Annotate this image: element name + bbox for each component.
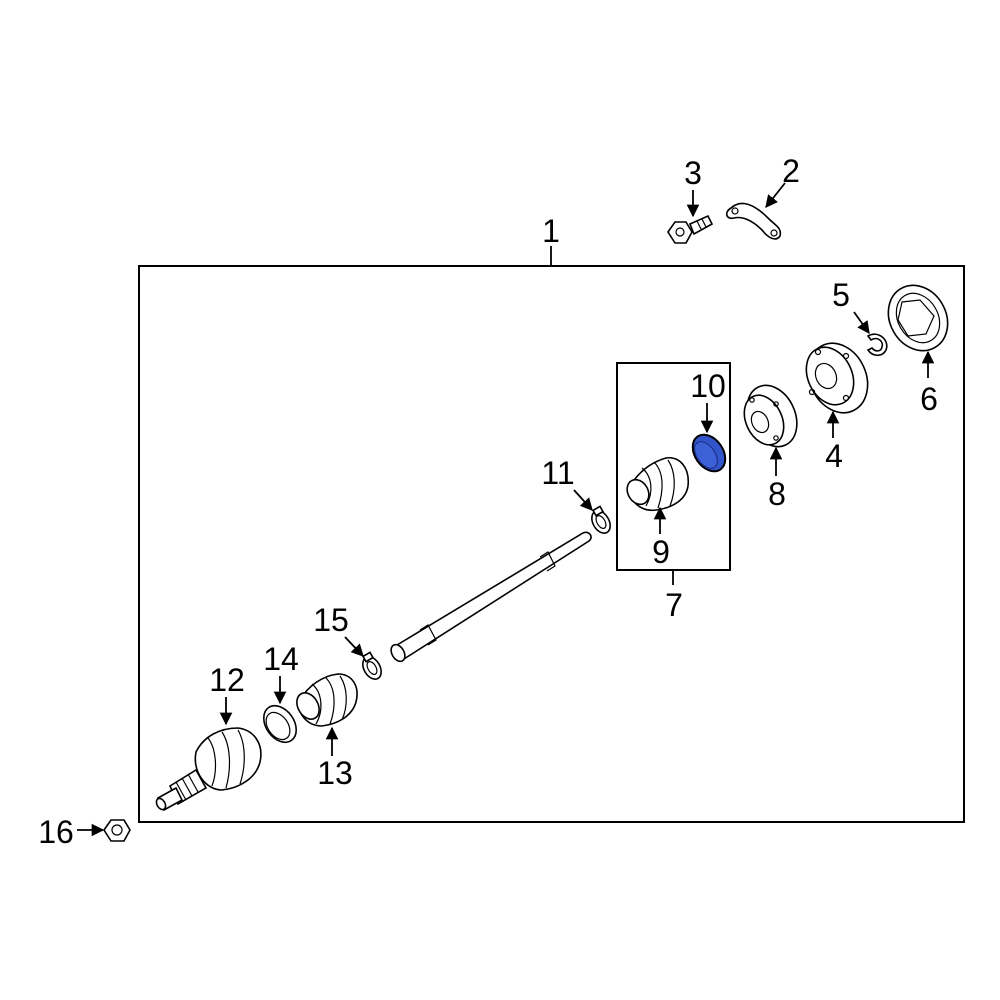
callout-4: 4 [825, 438, 843, 474]
seal-ring-part-10[interactable] [686, 429, 732, 478]
snap-ring-part-5[interactable] [866, 333, 888, 357]
axle-shaft[interactable] [388, 531, 592, 664]
callout-1: 1 [542, 213, 560, 249]
callout-2: 2 [782, 153, 800, 189]
leader-11 [573, 489, 593, 511]
callout-16: 16 [38, 814, 74, 850]
inner-boot-part-9[interactable] [623, 457, 690, 511]
joint-flange-part-8[interactable] [737, 377, 807, 454]
callout-8: 8 [768, 476, 786, 512]
callout-11: 11 [541, 455, 574, 491]
cover-plate-part-6[interactable] [877, 275, 959, 362]
bracket-part-2[interactable] [725, 202, 782, 240]
callout-3: 3 [684, 155, 702, 191]
clamp-part-11[interactable] [588, 505, 614, 536]
joint-housing-part-4[interactable] [797, 334, 878, 423]
leader-5 [853, 311, 870, 335]
bolt-part-3[interactable] [667, 214, 714, 244]
outer-boot-part-13[interactable] [292, 673, 358, 727]
clamp-part-15[interactable] [359, 651, 385, 682]
leader-2 [765, 182, 786, 208]
callout-13: 13 [317, 755, 353, 791]
callout-12: 12 [209, 662, 245, 698]
nut-part-16[interactable] [103, 819, 131, 842]
callout-15: 15 [313, 602, 349, 638]
seal-ring-part-14[interactable] [257, 700, 303, 749]
callout-14: 14 [263, 641, 299, 677]
callout-7: 7 [665, 587, 683, 623]
callout-10: 10 [690, 368, 726, 404]
callout-6: 6 [920, 381, 938, 417]
cv-joint-part-12[interactable] [155, 727, 262, 812]
callout-5: 5 [832, 277, 850, 313]
leader-15 [344, 636, 364, 657]
callout-9: 9 [652, 534, 670, 570]
